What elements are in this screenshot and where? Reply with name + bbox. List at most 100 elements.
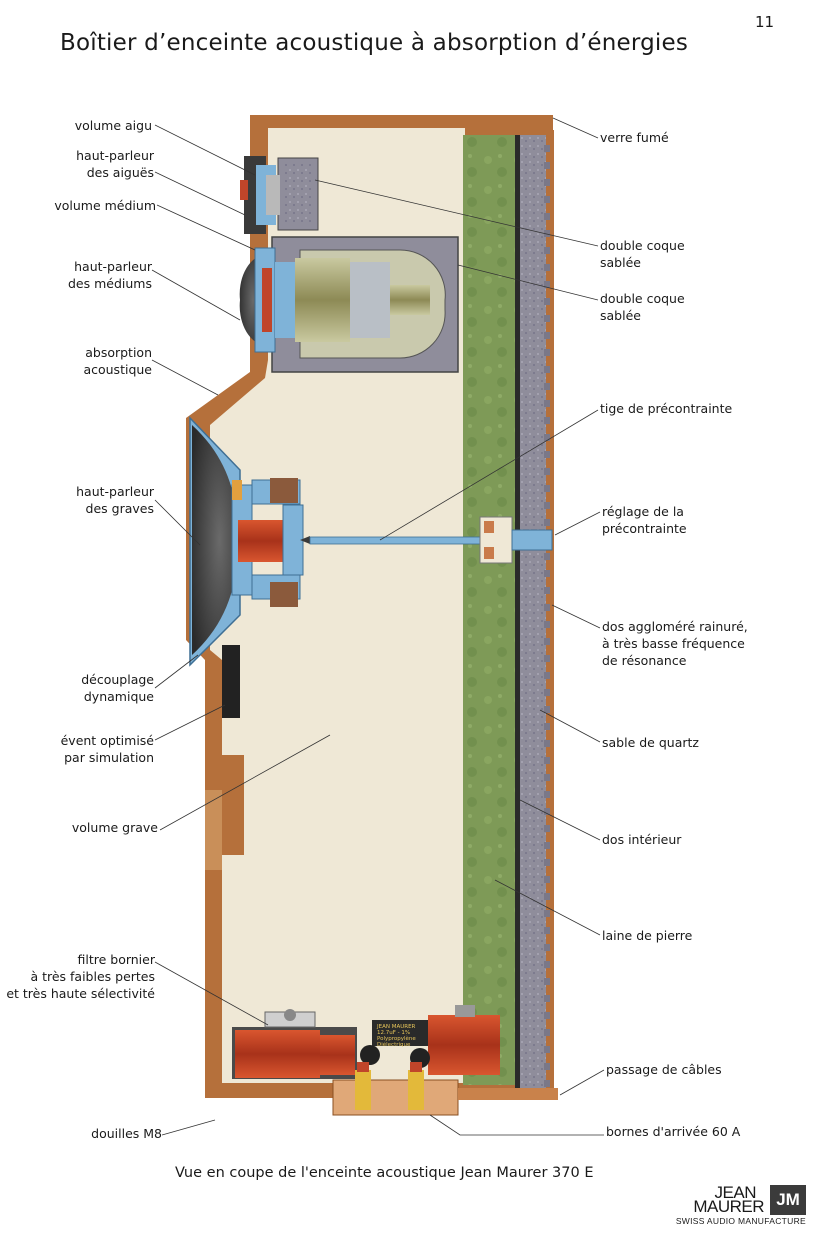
page-number: 11 xyxy=(755,13,775,31)
groove xyxy=(544,927,550,934)
label-bornes-arrivee: bornes d'arrivée 60 A xyxy=(606,1124,741,1139)
leader-volume-aigu xyxy=(154,124,256,176)
groove xyxy=(544,791,550,798)
groove xyxy=(544,995,550,1002)
groove xyxy=(544,230,550,237)
groove xyxy=(544,604,550,611)
groove xyxy=(544,774,550,781)
groove xyxy=(544,145,550,152)
groove xyxy=(544,349,550,356)
groove xyxy=(544,400,550,407)
groove xyxy=(544,1012,550,1019)
label-volume-grave: volume grave xyxy=(71,820,158,835)
figure-caption: Vue en coupe de l'enceinte acoustique Je… xyxy=(175,1165,594,1181)
midrange-driver xyxy=(239,247,430,353)
groove xyxy=(544,332,550,339)
woofer xyxy=(189,416,304,667)
label-sable-quartz: sable de quartz xyxy=(602,735,699,750)
leader-haut-parleur-aigues xyxy=(154,171,246,216)
jean-maurer-logo: JEAN MAURER JM SWISS AUDIO MANUFACTURE xyxy=(676,1183,808,1226)
groove xyxy=(544,383,550,390)
label-volume-medium: volume médium xyxy=(54,198,156,213)
label-verre-fume: verre fumé xyxy=(600,130,669,145)
groove xyxy=(544,179,550,186)
label-douilles-m8: douilles M8 xyxy=(91,1126,162,1141)
groove xyxy=(544,1029,550,1036)
groove xyxy=(544,859,550,866)
groove xyxy=(544,196,550,203)
leader-event-optimise xyxy=(154,704,226,741)
label-dos-agglomere: dos aggloméré rainuré,à très basse fréqu… xyxy=(602,619,748,668)
inner-back xyxy=(515,135,520,1090)
leader-passage-cables xyxy=(559,1069,605,1096)
leader-volume-medium xyxy=(156,204,256,251)
leader-haut-parleur-graves xyxy=(154,499,201,546)
groove xyxy=(544,213,550,220)
leader-verre-fume xyxy=(552,117,599,139)
groove xyxy=(544,417,550,424)
leader-reglage-precontrainte xyxy=(554,511,601,536)
leader-lines xyxy=(151,117,605,1136)
leader-dos-agglomere xyxy=(551,604,601,629)
groove xyxy=(544,570,550,577)
groove xyxy=(544,893,550,900)
groove xyxy=(544,502,550,509)
groove xyxy=(544,1046,550,1053)
front-panel-detail xyxy=(222,755,244,855)
leader-double-coque-1 xyxy=(314,179,599,247)
groove xyxy=(544,910,550,917)
groove xyxy=(544,434,550,441)
leader-bornes-arrivee xyxy=(429,1114,604,1136)
label-passage-cables: passage de câbles xyxy=(606,1062,722,1077)
leader-dos-interieur xyxy=(519,799,601,841)
rock-wool-layer xyxy=(463,135,518,1085)
label-volume-aigu: volume aigu xyxy=(74,118,152,133)
groove xyxy=(544,689,550,696)
leader-absorption-acoustique xyxy=(151,359,219,396)
groove xyxy=(544,706,550,713)
leader-double-coque-2 xyxy=(457,264,599,301)
logo-word-jean: JEAN xyxy=(714,1183,757,1202)
groove xyxy=(544,638,550,645)
grooved-back xyxy=(546,130,554,1095)
groove xyxy=(544,621,550,628)
groove xyxy=(544,247,550,254)
groove xyxy=(544,808,550,815)
bass-reflex-port xyxy=(222,645,240,718)
page-title: Boîtier d’enceinte acoustique à absorpti… xyxy=(60,30,689,56)
leader-filtre-bornier xyxy=(154,961,269,1026)
groove xyxy=(544,1063,550,1070)
groove xyxy=(544,655,550,662)
prestress-rod xyxy=(300,516,553,564)
logo-word-maurer: MAURER xyxy=(693,1197,764,1216)
groove xyxy=(544,451,550,458)
groove xyxy=(544,757,550,764)
leader-volume-grave xyxy=(159,734,331,831)
groove xyxy=(544,366,550,373)
leader-tige-precontrainte xyxy=(379,409,599,541)
back-grooves xyxy=(544,145,550,1087)
groove xyxy=(544,944,550,951)
groove xyxy=(544,485,550,492)
logo-mark: JM xyxy=(770,1185,806,1215)
groove xyxy=(544,876,550,883)
groove xyxy=(544,281,550,288)
groove xyxy=(544,315,550,322)
quartz-sand-layer xyxy=(520,135,546,1090)
groove xyxy=(544,553,550,560)
groove xyxy=(544,162,550,169)
leader-haut-parleur-mediums xyxy=(151,269,241,321)
groove xyxy=(544,298,550,305)
groove xyxy=(544,519,550,526)
groove xyxy=(544,978,550,985)
